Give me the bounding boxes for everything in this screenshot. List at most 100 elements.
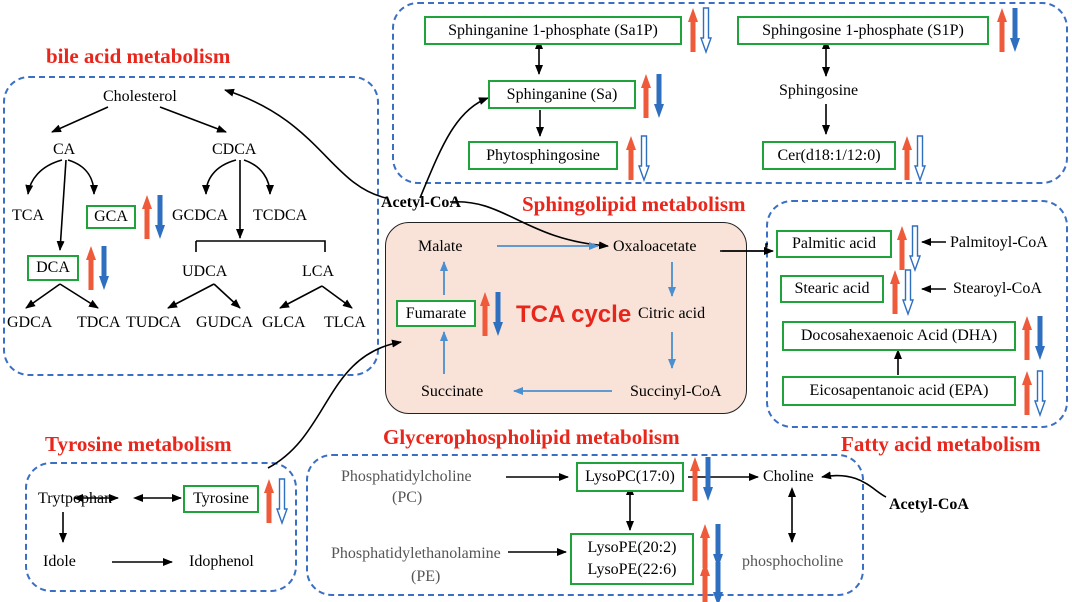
indicator-dca: [86, 246, 109, 290]
node-glca: GLCA: [262, 314, 306, 331]
down-arrow-icon: [276, 478, 288, 525]
down-arrow-icon: [1010, 8, 1020, 52]
node-cholesterol: Cholesterol: [103, 88, 177, 105]
node-lysope-20-2: LysoPE(20:2): [587, 539, 677, 556]
node-gudca: GUDCA: [196, 314, 253, 331]
down-arrow-icon: [1035, 316, 1045, 360]
indicator-dha: [1022, 316, 1045, 360]
indicator-gca: [142, 195, 165, 239]
down-arrow-icon: [909, 225, 921, 272]
node-tyrosine: Tyrosine: [183, 485, 259, 513]
indicator-lysope-22-6: [700, 562, 723, 602]
down-arrow-icon: [713, 524, 723, 568]
down-arrow-icon: [700, 7, 712, 54]
node-succinate: Succinate: [421, 383, 484, 400]
node-pc: Phosphatidylcholine: [341, 468, 472, 485]
node-cdca: CDCA: [212, 141, 257, 158]
node-idole: Idole: [43, 553, 76, 570]
node-oxaloacetate: Oxaloacetate: [613, 238, 697, 255]
down-arrow-icon: [713, 562, 723, 602]
down-arrow-icon: [155, 195, 165, 239]
indicator-fumarate: [480, 292, 503, 336]
down-arrow-icon: [493, 292, 503, 336]
node-gdca: GDCA: [7, 314, 53, 331]
node-lysope-22-6: LysoPE(22:6): [587, 561, 677, 578]
node-lca: LCA: [302, 263, 334, 280]
node-sphingosine: Sphingosine: [779, 82, 859, 99]
up-arrow-icon: [688, 8, 698, 52]
node-fumarate: Fumarate: [396, 300, 476, 327]
node-stearic-acid: Stearic acid: [780, 275, 884, 303]
down-arrow-icon: [902, 269, 914, 316]
node-tlca: TLCA: [324, 314, 366, 331]
indicator-stearic: [890, 269, 914, 316]
up-arrow-icon: [1022, 371, 1032, 415]
indicator-tyrosine: [264, 478, 288, 525]
node-citric-acid: Citric acid: [638, 305, 706, 322]
up-arrow-icon: [890, 270, 900, 314]
fatty-acid-box: [766, 200, 1068, 428]
indicator-lysopc: [690, 457, 713, 501]
up-arrow-icon: [1022, 316, 1032, 360]
up-arrow-icon: [690, 457, 700, 501]
down-arrow-icon: [654, 74, 664, 118]
node-s1p: Sphingosine 1-phosphate (S1P): [737, 16, 989, 45]
up-arrow-icon: [86, 246, 96, 290]
indicator-sa: [641, 74, 664, 118]
node-acetyl-coa-center: Acetyl-CoA: [381, 194, 461, 211]
node-pe: Phosphatidylethanolamine: [331, 545, 501, 562]
up-arrow-icon: [897, 226, 907, 270]
node-cer: Cer(d18:1/12:0): [762, 141, 896, 170]
indicator-epa: [1022, 370, 1046, 417]
up-arrow-icon: [700, 562, 710, 602]
node-palmitic-acid: Palmitic acid: [776, 230, 892, 258]
node-phytosphingosine: Phytosphingosine: [468, 141, 618, 170]
node-tdca: TDCA: [77, 314, 121, 331]
down-arrow-icon: [638, 135, 650, 182]
indicator-s1p: [997, 8, 1020, 52]
up-arrow-icon: [480, 292, 490, 336]
node-stearoyl-coa: Stearoyl-CoA: [953, 280, 1042, 297]
node-tca: TCA: [12, 207, 44, 224]
indicator-sa1p: [688, 7, 712, 54]
node-pe-abbr: (PE): [411, 568, 441, 585]
up-arrow-icon: [700, 524, 710, 568]
node-sa: Sphinganine (Sa): [488, 80, 636, 109]
node-dca: DCA: [27, 255, 79, 281]
indicator-lysope-20-2: [700, 524, 723, 568]
up-arrow-icon: [264, 479, 274, 523]
down-arrow-icon: [99, 246, 109, 290]
node-palmitoyl-coa: Palmitoyl-CoA: [950, 234, 1048, 251]
fatty-acid-title: Fatty acid metabolism: [841, 432, 1041, 456]
node-epa: Eicosapentanoic acid (EPA): [782, 376, 1016, 406]
glycerophospholipid-box: [306, 454, 864, 596]
indicator-cer: [902, 135, 926, 182]
node-succinyl-coa: Succinyl-CoA: [630, 383, 722, 400]
node-idophenol: Idophenol: [189, 553, 254, 570]
sphingolipid-title: Sphingolipid metabolism: [522, 192, 746, 216]
down-arrow-icon: [1034, 370, 1046, 417]
tca-cycle-title: TCA cycle: [516, 301, 632, 328]
node-sa1p: Sphinganine 1-phosphate (Sa1P): [424, 16, 682, 45]
node-choline: Choline: [763, 468, 814, 485]
node-trytpophan: Trytpophan: [38, 490, 113, 507]
bile-acid-box: [3, 76, 379, 376]
node-tudca: TUDCA: [126, 314, 182, 331]
glycerophospholipid-title: Glycerophospholipid metabolism: [383, 425, 680, 449]
up-arrow-icon: [997, 8, 1007, 52]
node-acetyl-coa-right: Acetyl-CoA: [889, 496, 969, 513]
bile-acid-title: bile acid metabolism: [46, 44, 231, 68]
up-arrow-icon: [142, 195, 152, 239]
sphingolipid-box: [392, 2, 1068, 184]
node-gcdca: GCDCA: [172, 207, 229, 224]
node-udca: UDCA: [182, 263, 228, 280]
down-arrow-icon: [703, 457, 713, 501]
node-ca: CA: [53, 141, 76, 158]
node-dha: Docosahexaenoic Acid (DHA): [782, 321, 1016, 351]
up-arrow-icon: [641, 74, 651, 118]
indicator-palmitic: [897, 225, 921, 272]
node-malate: Malate: [418, 238, 463, 255]
node-lysope: LysoPE(20:2) LysoPE(22:6): [570, 533, 694, 585]
node-gca: GCA: [86, 205, 136, 229]
tyrosine-title: Tyrosine metabolism: [45, 432, 232, 456]
